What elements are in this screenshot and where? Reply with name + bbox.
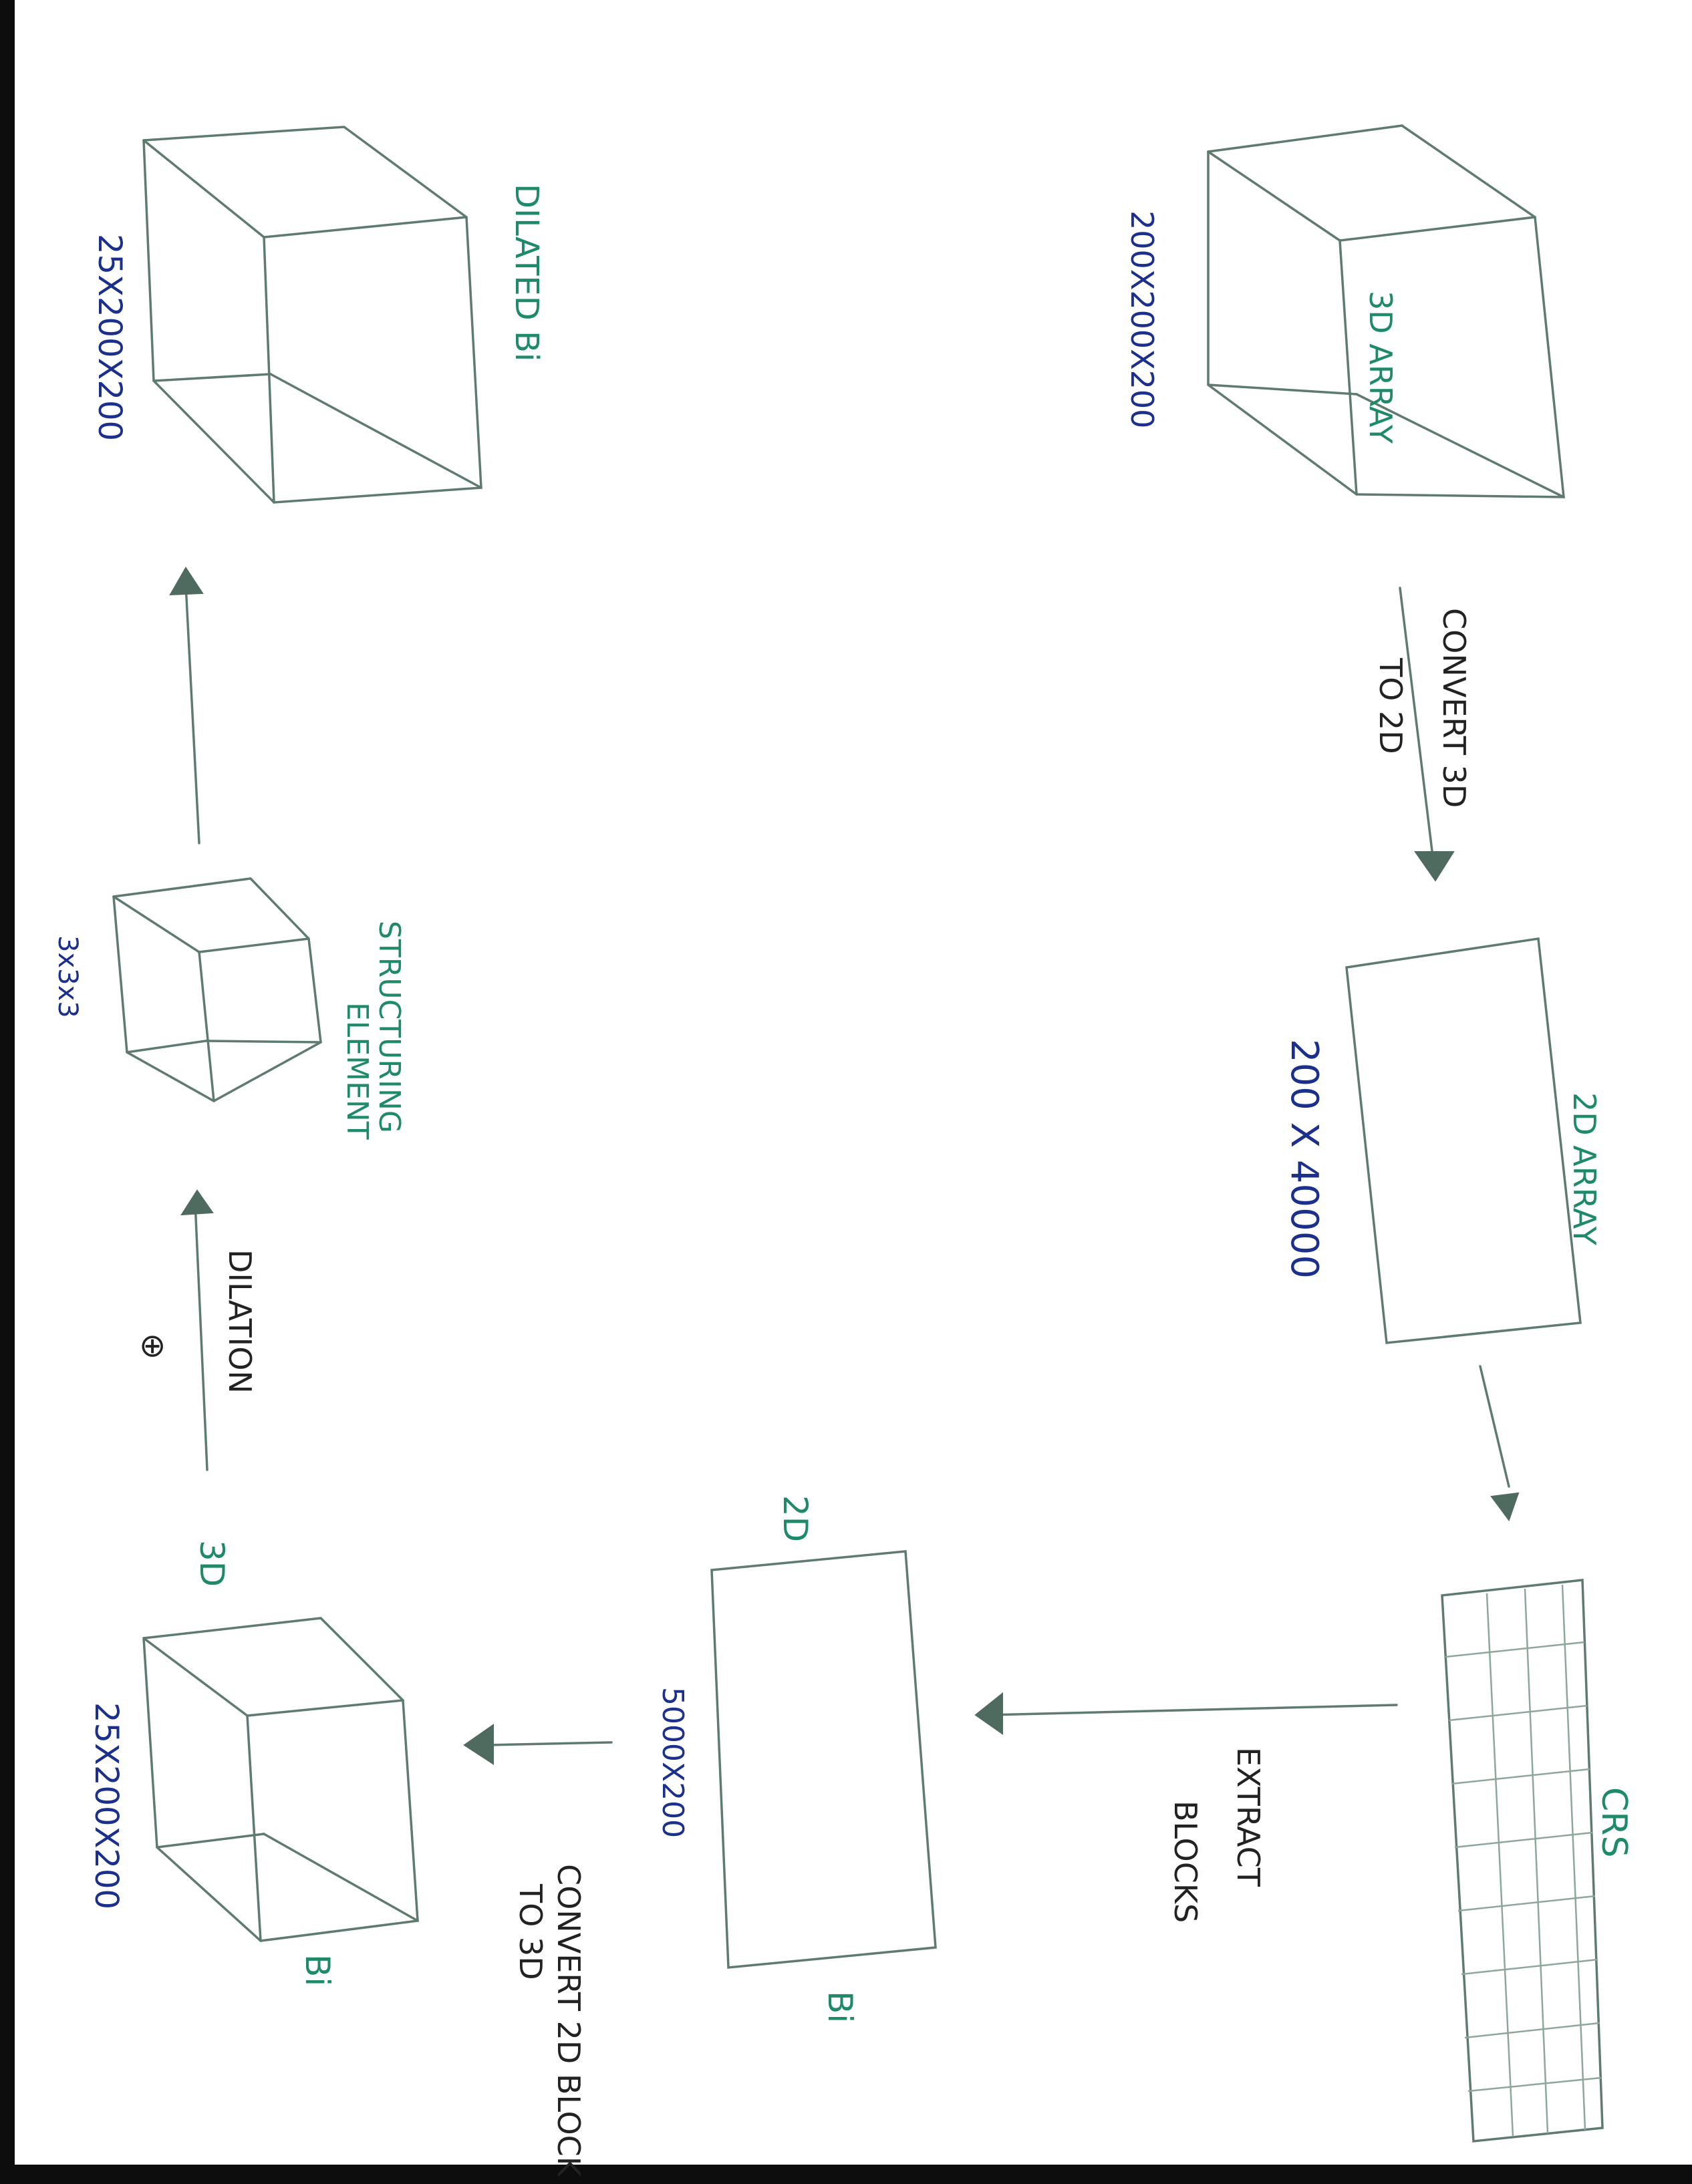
label-2d-array: 2D ARRAY (1566, 1092, 1602, 1246)
rect-2d-array (1345, 937, 1582, 1344)
arrow-convert-2d-to-3d (463, 1724, 613, 1765)
cube-3d-block (142, 1617, 419, 1942)
label-3d-array: 3D ARRAY (1363, 291, 1399, 444)
size-2d-block: 5000X200 (656, 1687, 690, 1838)
cube-structuring-element (112, 877, 322, 1103)
label-bi-2d: Bi (821, 1991, 859, 2023)
label-bi-3d: Bi (298, 1954, 337, 1986)
label-crs: CRS (1594, 1787, 1634, 1857)
grid-crs (1441, 1579, 1604, 2143)
cube-3d-array (1207, 124, 1565, 498)
cube-dilated-bi (142, 126, 482, 504)
edge-label-to-3d: TO 3D (513, 1883, 549, 1980)
tag-3d: 3D (192, 1540, 231, 1587)
arrow-to-dilated (169, 567, 204, 844)
label-structuring: STRUCTURING (372, 921, 406, 1133)
arrow-convert-3d-to-2d (1399, 587, 1455, 882)
tag-2d: 2D (776, 1495, 815, 1542)
edge-label-to-2d: TO 2D (1373, 657, 1409, 754)
scan-edge-bottom (0, 2165, 1692, 2184)
arrow-extract-blocks (974, 1692, 1398, 1735)
size-dilated-bi: 25X200X200 (91, 234, 128, 441)
edge-label-extract: EXTRACT (1230, 1747, 1266, 1887)
edge-label-convert-3d: CONVERT 3D (1436, 608, 1472, 808)
label-dilated-bi: DILATED Bi (508, 184, 545, 361)
size-structuring: 3x3x3 (52, 935, 83, 1018)
rect-2d-block (710, 1550, 937, 1969)
edge-label-dilation: DILATION (222, 1249, 258, 1394)
arrow-2d-to-crs (1479, 1365, 1520, 1522)
label-element: ELEMENT (340, 1002, 374, 1140)
edge-label-blocks: BLOCKS (1167, 1801, 1204, 1923)
size-3d-array: 200X200X200 (1124, 210, 1160, 428)
dilation-symbol: ⊕ (134, 1333, 172, 1360)
edge-label-convert-2d-block: CONVERT 2D BLOCK (551, 1864, 587, 2178)
size-3d-block: 25X200X200 (88, 1702, 125, 1909)
size-2d-array: 200 X 40000 (1282, 1039, 1326, 1279)
scan-edge-left (0, 0, 15, 2184)
arrow-dilation (180, 1189, 214, 1471)
